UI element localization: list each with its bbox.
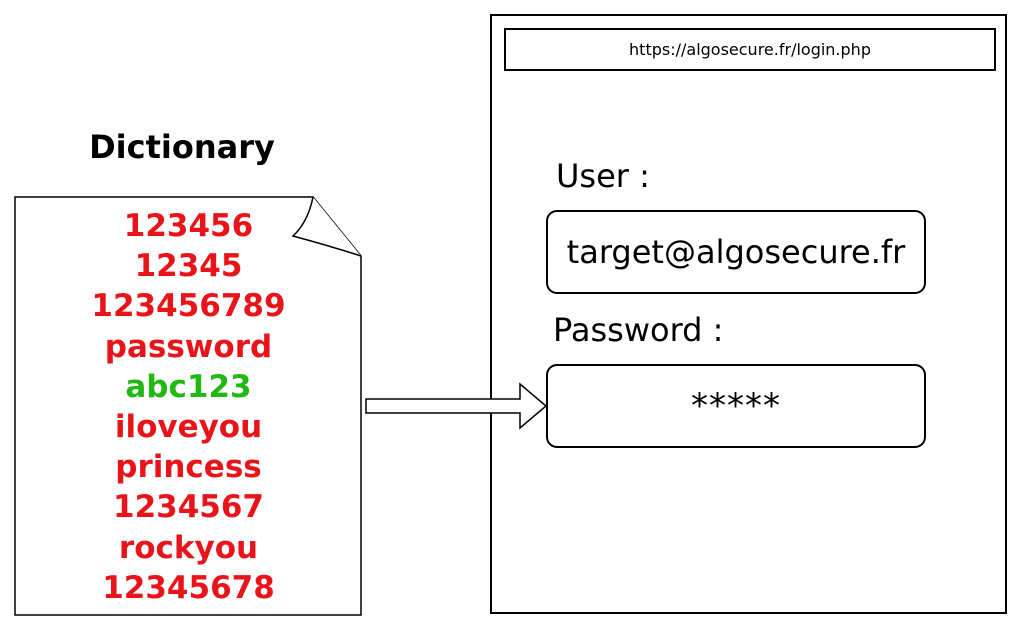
url-text: https://algosecure.fr/login.php	[629, 40, 871, 59]
password-input[interactable]: *****	[546, 364, 926, 448]
user-label: User :	[556, 157, 650, 195]
user-input[interactable]: target@algosecure.fr	[546, 210, 926, 294]
password-input-value: *****	[691, 386, 781, 426]
dictionary-entry: password	[104, 328, 273, 365]
user-input-value: target@algosecure.fr	[566, 233, 906, 271]
dictionary-entry: 12345	[134, 248, 243, 285]
dictionary-entry: 123456	[123, 208, 254, 244]
dictionary-entry: iloveyou	[114, 409, 263, 446]
password-label: Password :	[553, 311, 724, 349]
dictionary-entry: princess	[115, 449, 262, 486]
dictionary-title: Dictionary	[89, 128, 275, 166]
dictionary-entry: 123456789	[91, 288, 286, 325]
dictionary-entry: rockyou	[118, 529, 259, 566]
dictionary-entry: 1234567	[113, 489, 264, 526]
url-bar[interactable]: https://algosecure.fr/login.php	[504, 28, 996, 71]
dictionary-entry: 12345678	[102, 569, 275, 606]
browser-window	[490, 14, 1007, 614]
dictionary-entry: abc123	[125, 368, 252, 405]
